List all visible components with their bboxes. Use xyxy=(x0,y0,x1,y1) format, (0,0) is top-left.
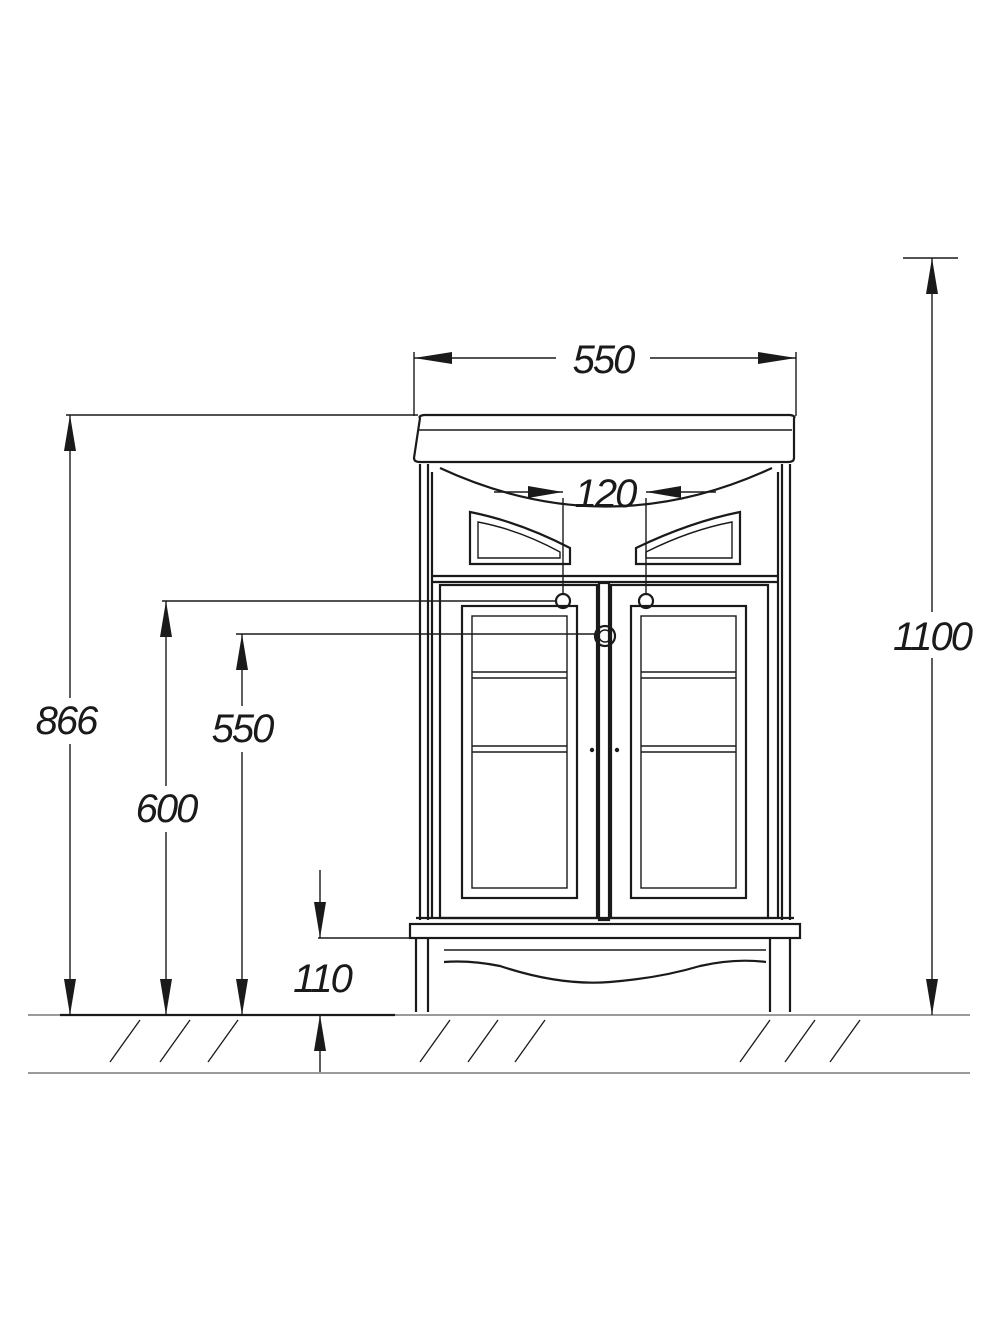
right-door xyxy=(609,583,770,920)
countertop-height-label: 866 xyxy=(36,699,99,743)
floor-ground xyxy=(28,1013,970,1074)
floor-hatching xyxy=(109,1019,861,1063)
dimension-overall-height: 1100 xyxy=(888,257,976,1015)
upper-outlet-height-label: 600 xyxy=(136,787,198,831)
dimension-width: 550 xyxy=(413,338,797,416)
cabinet-body xyxy=(418,464,792,920)
leg-height-label: 110 xyxy=(293,957,353,1001)
cabinet-base xyxy=(408,916,802,1012)
dimension-upper-outlet-height: 600 xyxy=(124,600,556,1015)
dimension-leg-height: 110 xyxy=(293,870,410,1072)
overall-height-label: 1100 xyxy=(893,615,973,659)
washbasin xyxy=(412,413,796,508)
plumbing-outlets xyxy=(554,498,655,648)
lower-outlet-height-label: 550 xyxy=(212,707,274,751)
door-divider xyxy=(589,581,620,922)
vanity-cabinet xyxy=(408,413,802,1012)
hole-spacing-label: 120 xyxy=(575,472,637,516)
left-door xyxy=(438,583,599,920)
dimension-hole-spacing: 120 xyxy=(494,472,716,516)
width-label: 550 xyxy=(573,338,635,382)
dimension-countertop-height: 866 xyxy=(24,414,418,1015)
dimension-lower-outlet-height: 550 xyxy=(200,633,595,1015)
